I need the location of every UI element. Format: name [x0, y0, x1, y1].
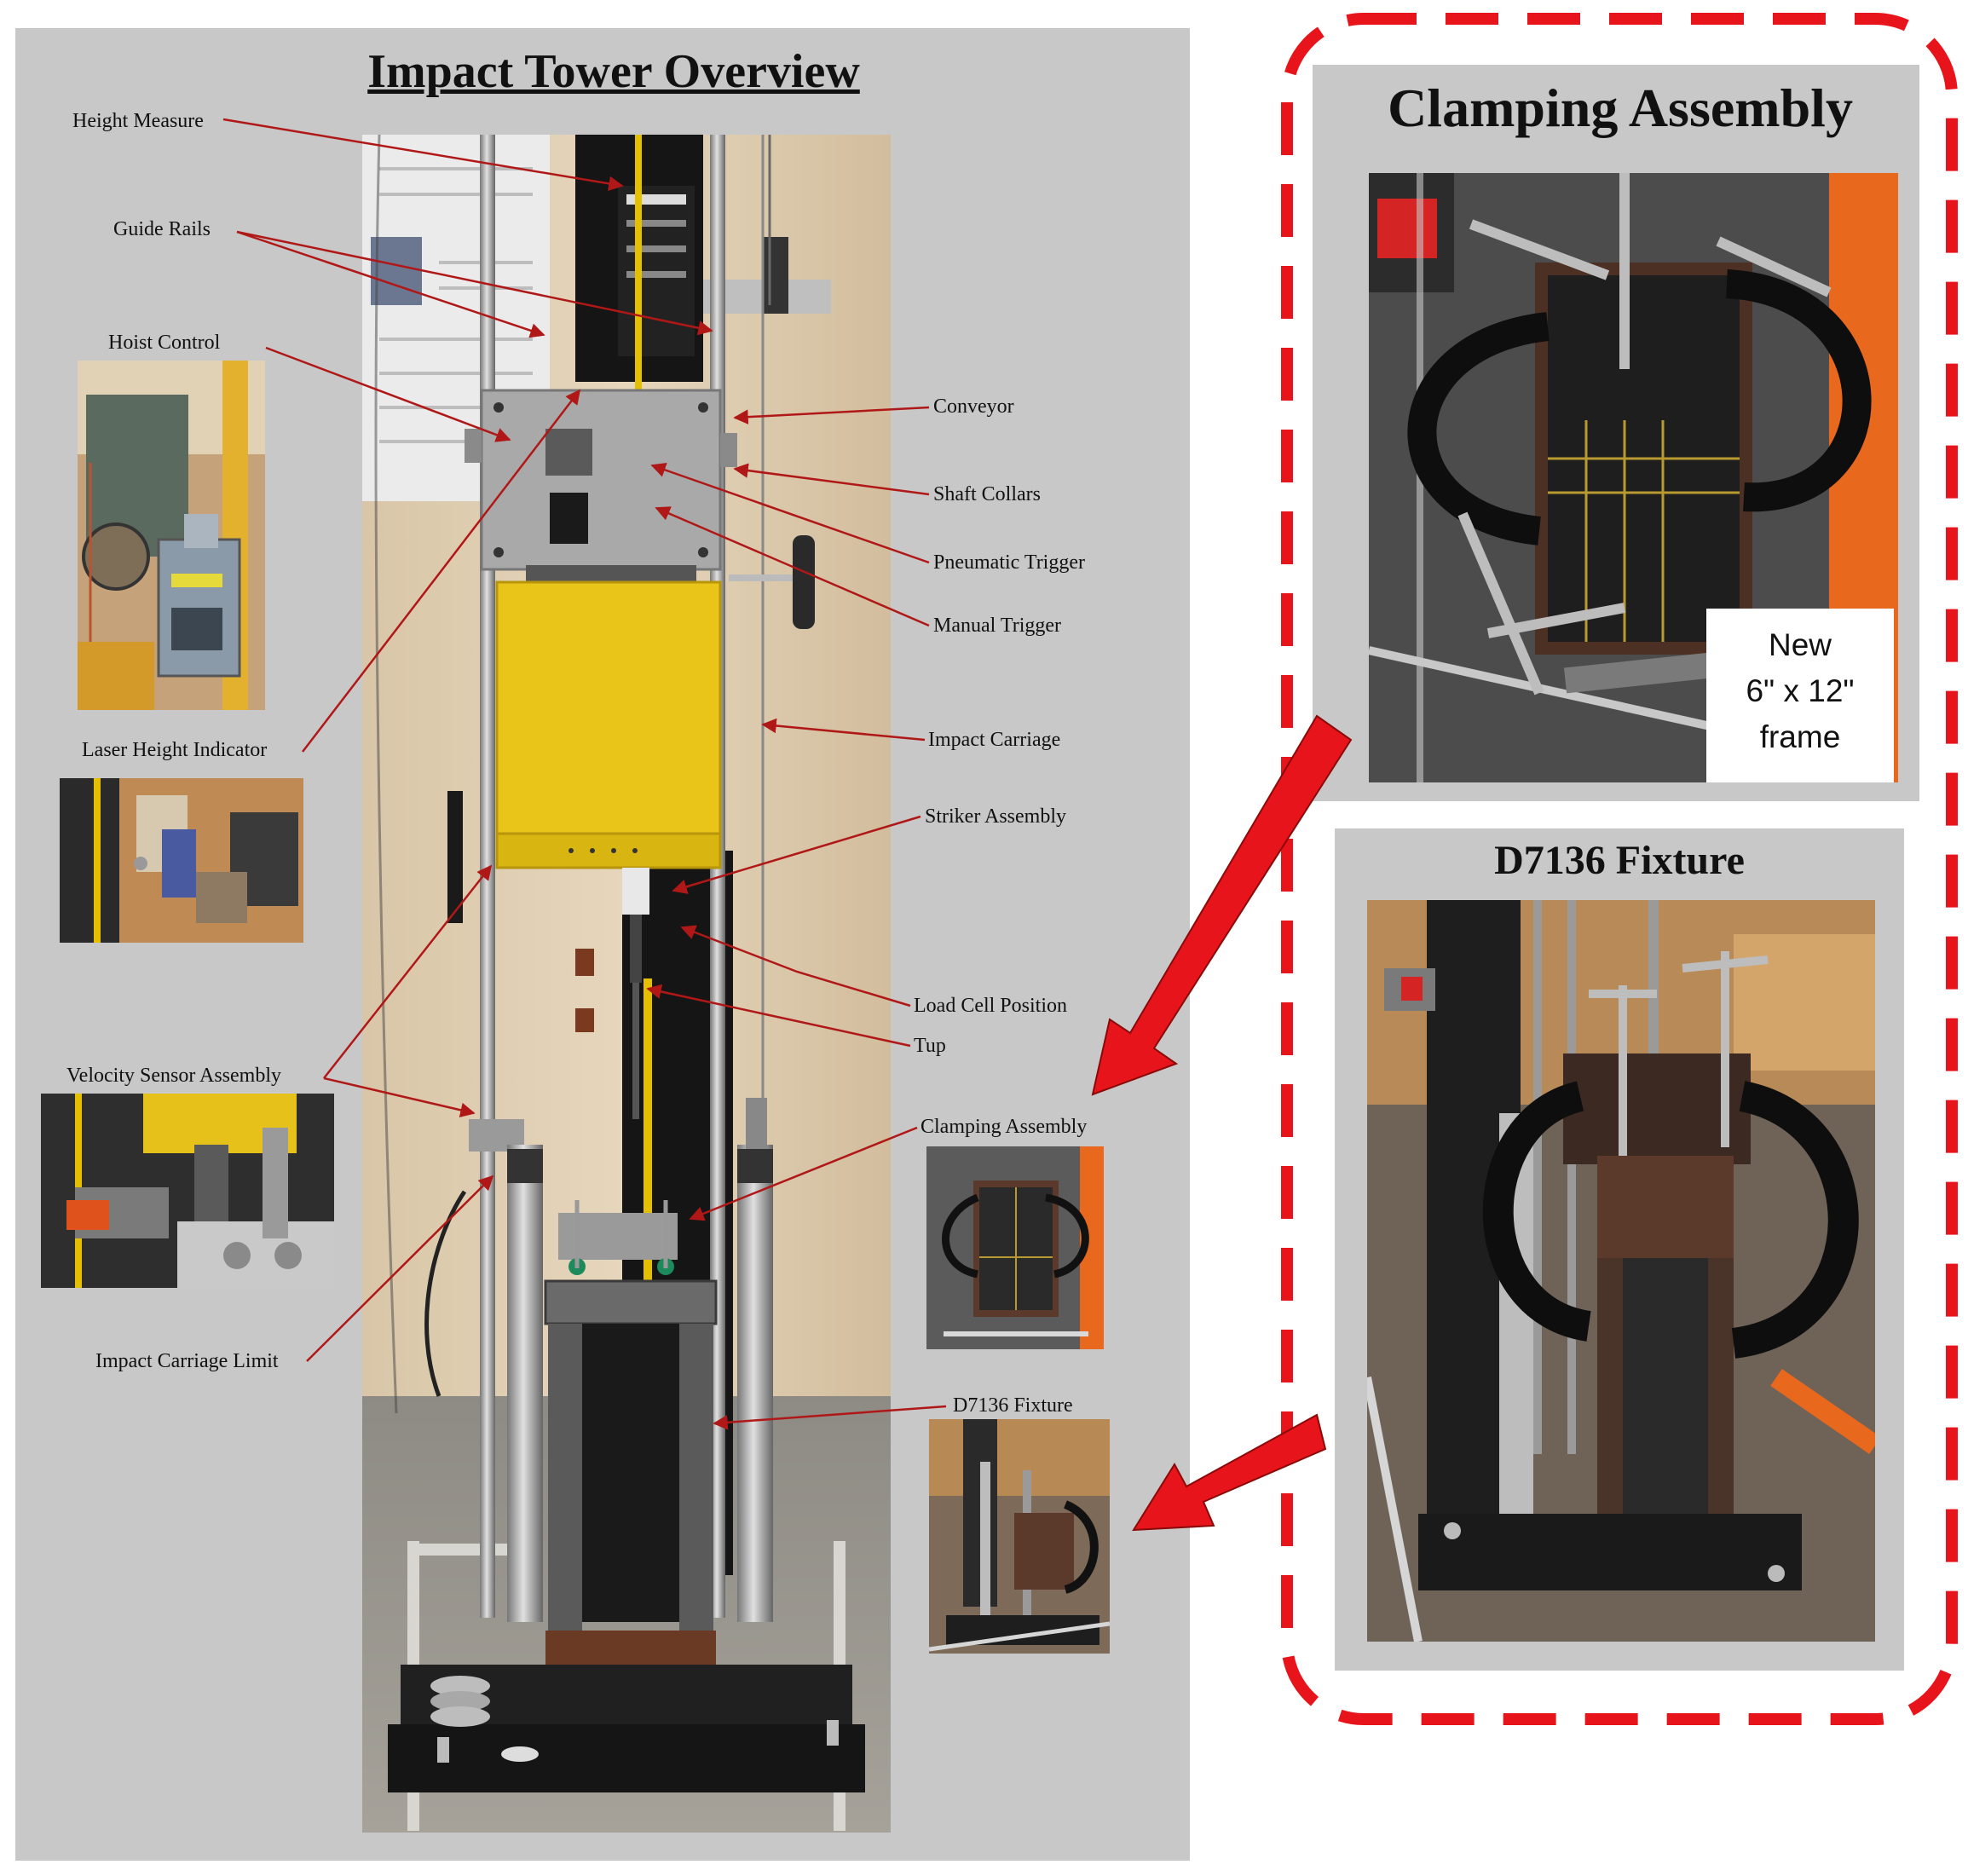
leader-height-measure — [222, 118, 624, 192]
label-load-cell-position: Load Cell Position — [914, 995, 1067, 1017]
leader-pneumatic-trigger — [650, 462, 930, 564]
leader-manual-trigger — [655, 506, 930, 627]
label-tup: Tup — [914, 1035, 946, 1057]
new-frame-line3: frame — [1759, 719, 1841, 754]
label-velocity-sensor-assembly: Velocity Sensor Assembly — [66, 1065, 281, 1087]
leader-hoist-control — [265, 346, 511, 442]
arrow-clamping-to-overview — [1091, 714, 1353, 1096]
leader-impact-carriage — [761, 718, 926, 742]
dashed-border — [1281, 13, 1958, 1725]
leader-guide-rails-1 — [236, 230, 545, 338]
label-manual-trigger: Manual Trigger — [933, 615, 1061, 637]
leader-carriage-limit — [306, 1175, 494, 1362]
label-conveyor: Conveyor — [933, 395, 1014, 418]
leader-d7136 — [713, 1405, 947, 1430]
laser-height-indicator-photo — [60, 778, 303, 943]
label-hoist-control: Hoist Control — [108, 332, 221, 354]
impact-tower-photo — [362, 135, 891, 1833]
d7136-fixture-large-photo — [1367, 900, 1875, 1642]
label-guide-rails: Guide Rails — [113, 218, 211, 240]
hoist-control-photo — [78, 361, 265, 710]
new-frame-line1: New — [1768, 627, 1832, 662]
label-clamping-assembly: Clamping Assembly — [921, 1116, 1088, 1138]
label-laser-height-indicator: Laser Height Indicator — [82, 739, 268, 761]
leader-guide-rails-2 — [236, 230, 713, 336]
leader-striker — [672, 815, 921, 894]
velocity-sensor-photo — [41, 1094, 334, 1288]
label-d7136-fixture: D7136 Fixture — [953, 1394, 1073, 1417]
overview-title: Impact Tower Overview — [367, 45, 860, 98]
new-frame-note: New 6" x 12" frame — [1706, 609, 1894, 782]
clamping-panel-title: Clamping Assembly — [1388, 78, 1853, 138]
clamping-assembly-small-photo — [926, 1146, 1104, 1349]
label-striker-assembly: Striker Assembly — [925, 805, 1066, 828]
leader-clamping — [689, 1126, 918, 1221]
leader-tup — [646, 984, 911, 1048]
label-pneumatic-trigger: Pneumatic Trigger — [933, 551, 1085, 574]
leader-laser-height — [302, 389, 581, 753]
leader-velocity-1 — [323, 864, 493, 1079]
label-shaft-collars: Shaft Collars — [933, 483, 1041, 505]
leader-velocity-2 — [323, 1077, 476, 1117]
leader-load-cell — [680, 925, 911, 1007]
label-impact-carriage-limit: Impact Carriage Limit — [95, 1350, 279, 1372]
fixture-panel-title: D7136 Fixture — [1494, 838, 1745, 883]
label-impact-carriage: Impact Carriage — [928, 729, 1061, 751]
leader-shaft-collars — [733, 463, 930, 496]
d7136-small-photo — [929, 1419, 1110, 1654]
arrow-fixture-to-overview — [1132, 1413, 1327, 1532]
new-frame-line2: 6" x 12" — [1746, 673, 1855, 708]
leader-conveyor — [733, 406, 930, 424]
label-height-measure: Height Measure — [72, 110, 204, 132]
